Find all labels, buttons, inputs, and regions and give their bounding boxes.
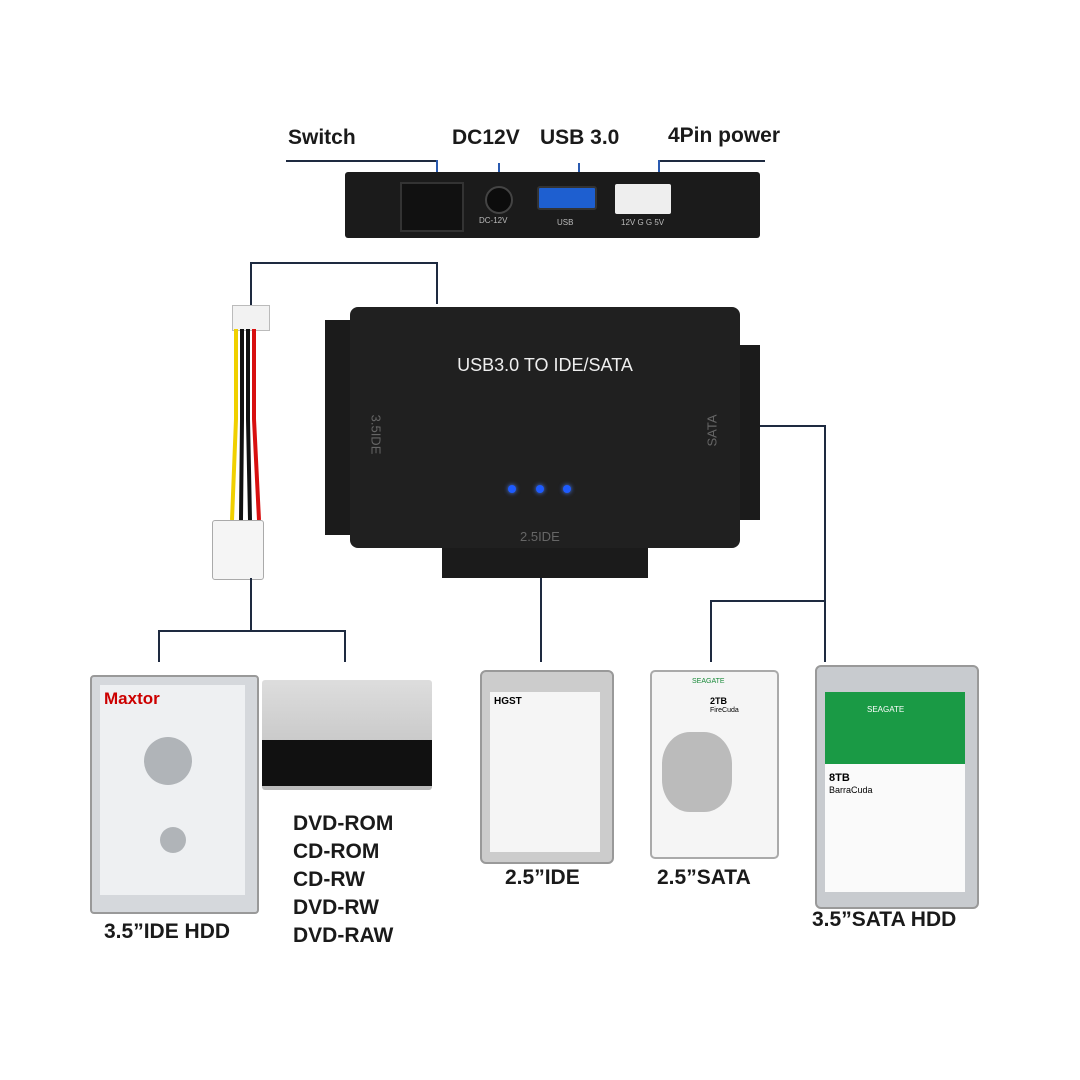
dc-label: DC12V [452, 126, 520, 149]
optical-item: DVD-ROM [293, 812, 394, 835]
leader-line [824, 425, 826, 662]
leader-line [250, 262, 438, 264]
led-indicator [536, 485, 544, 493]
hgst-hdd-image: HGST [480, 670, 614, 864]
leader-line [710, 600, 712, 662]
pin-print: 12V G G 5V [621, 218, 665, 227]
adapter-body: USB3.0 TO IDE/SATA 3.5IDE SATA 2.5IDE [350, 307, 740, 548]
hgst-logo: HGST [494, 696, 522, 707]
optical-drive-image [262, 680, 432, 790]
barracuda-hdd-image: SEAGATE 8TB BarraCuda [815, 665, 979, 909]
leader-line [436, 262, 438, 304]
capacity-text: 2TB [710, 696, 728, 706]
maxtor-logo: Maxtor [104, 689, 160, 708]
adapter-title: USB3.0 TO IDE/SATA [457, 355, 633, 375]
led-indicator [563, 485, 571, 493]
usb-port [537, 186, 597, 210]
capacity-text: 8TB [829, 772, 850, 784]
optical-item: CD-RW [293, 868, 365, 891]
led-indicator [508, 485, 516, 493]
ide35-label: 3.5”IDE HDD [104, 920, 231, 943]
model-text: FireCuda [710, 707, 739, 714]
molex-connector [212, 520, 264, 580]
ide25-print: 2.5IDE [520, 529, 560, 544]
maxtor-hdd-image: Maxtor [90, 675, 259, 914]
optical-list: DVD-ROM CD-ROM CD-RW DVD-RW DVD-RAW [293, 810, 393, 950]
small-power-connector [232, 305, 270, 331]
switch-label: Switch [288, 126, 356, 149]
ide35-print: 3.5IDE [368, 414, 384, 455]
dc-print: DC-12V [479, 216, 508, 225]
sata35-label: 3.5”SATA HDD [812, 908, 957, 931]
pin-label: 4Pin power [668, 124, 781, 147]
leader-line [760, 425, 826, 427]
leader-line [158, 630, 346, 632]
leader-line [158, 630, 160, 662]
leader-line [250, 262, 252, 306]
leader-line [710, 600, 826, 602]
usb-label: USB 3.0 [540, 126, 620, 149]
port-panel: DC-12V USB 12V G G 5V [345, 172, 760, 238]
ide25-label: 2.5”IDE [505, 866, 580, 889]
leader-line [250, 578, 252, 630]
dc-jack-icon [485, 186, 513, 214]
optical-item: DVD-RAW [293, 924, 394, 947]
sata-print: SATA [704, 414, 720, 447]
usb-print: USB [557, 218, 574, 227]
seagate-logo: SEAGATE [867, 705, 905, 714]
seagate-logo: SEAGATE [692, 678, 725, 685]
optical-item: DVD-RW [293, 896, 379, 919]
leader-line [540, 578, 542, 662]
optical-item: CD-ROM [293, 840, 380, 863]
leader-line [658, 160, 765, 162]
4pin-port [615, 184, 671, 214]
leader-line [344, 630, 346, 662]
power-cable-wires [230, 329, 261, 521]
firecuda-hdd-image: SEAGATE 2TB FireCuda [650, 670, 779, 859]
model-text: BarraCuda [829, 785, 873, 795]
sata25-label: 2.5”SATA [657, 866, 751, 889]
leader-line [286, 160, 438, 162]
power-switch[interactable] [400, 182, 464, 232]
